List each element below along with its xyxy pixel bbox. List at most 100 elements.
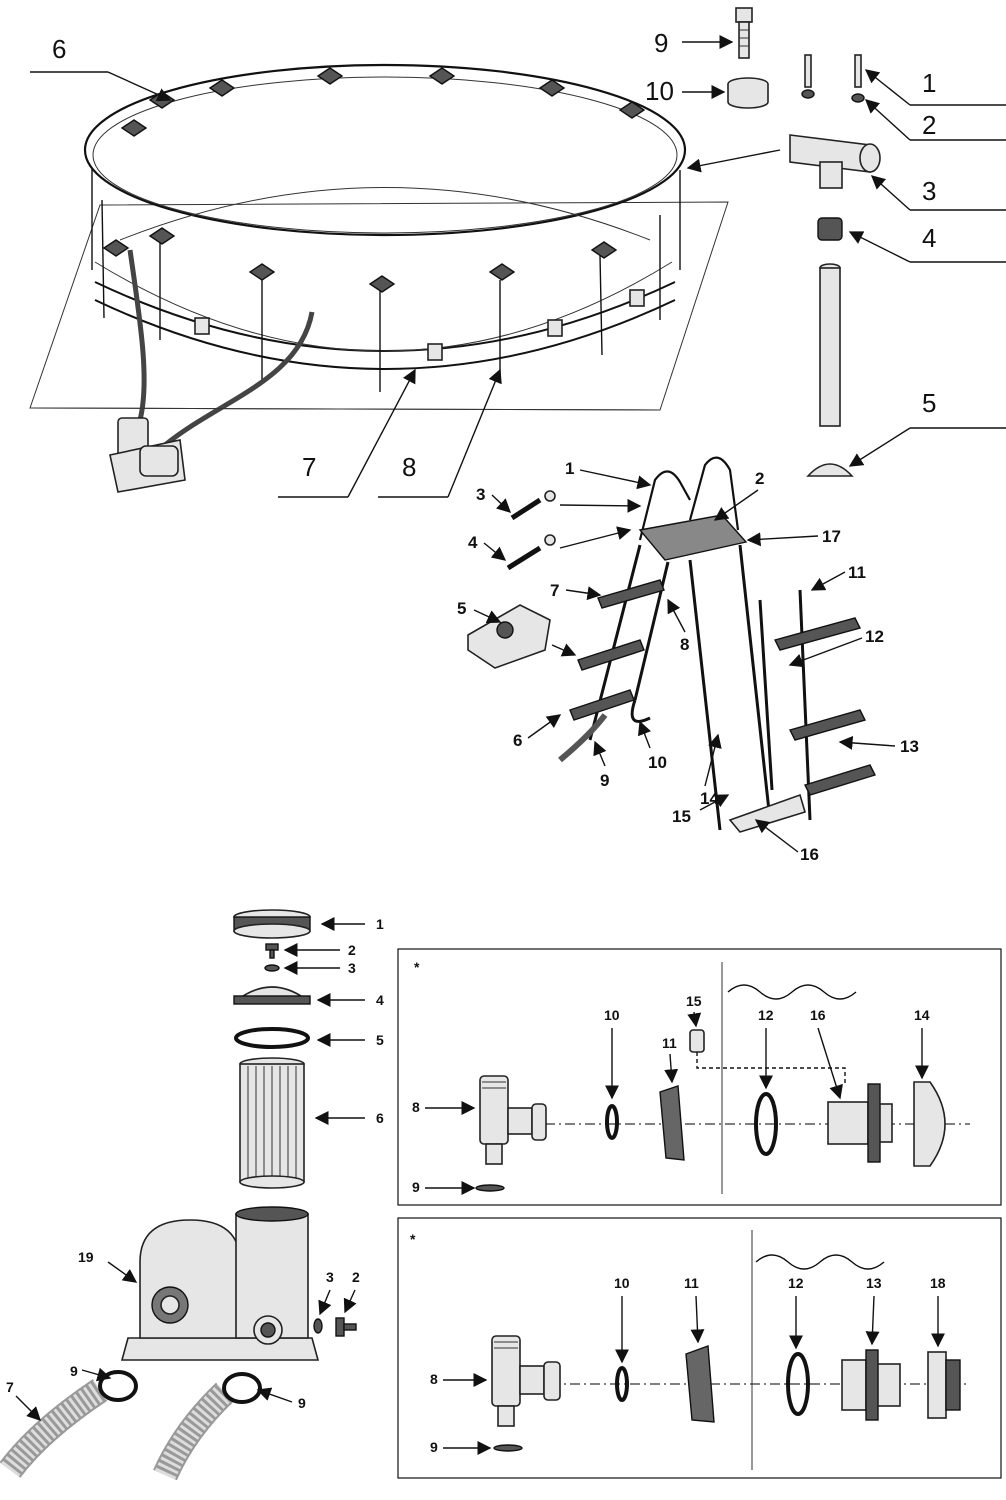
ladder-callout-17: 17 [822,527,841,546]
part-9-valve [735,7,753,59]
inset-top-part-15 [689,1029,705,1053]
inset-top-part-9 [475,1184,505,1192]
callout-3: 3 [922,176,936,206]
pump-hose-left [0,1370,138,1478]
pool-belt [94,281,676,352]
inset-bottom: * 8 9 10 11 12 [397,1217,1002,1479]
callout-8: 8 [402,452,416,482]
part-2-washers [801,89,865,103]
ladder-callout-2: 2 [755,469,764,488]
ladder-callout-9: 9 [600,771,609,790]
inset-bottom-part-11 [685,1345,715,1423]
inset-bottom-marker: * [410,1231,416,1247]
ladder-callout-11: 11 [848,563,866,582]
callout-1: 1 [922,68,936,98]
inset-top-callout-15: 15 [686,993,702,1009]
inset-bottom-callout-10: 10 [614,1275,630,1291]
ladder-platform [638,514,748,561]
part-1-pins [804,54,862,88]
inset-bottom-part-8 [491,1335,561,1427]
inset-top-callout-9: 9 [412,1179,420,1195]
ladder-callout-6: 6 [513,731,522,750]
inset-bottom-callout-18: 18 [930,1275,946,1291]
callout-6: 6 [52,34,66,64]
part-4-clip [817,217,843,241]
filter-part-4 [233,986,311,1005]
inset-bottom-callout-12: 12 [788,1275,804,1291]
filter-pump-section: 1 2 3 4 5 6 3 2 19 [0,909,384,1481]
callout-10: 10 [645,76,674,106]
pump-callout-9-left: 9 [70,1363,78,1379]
ladder-bottom-bar [728,793,806,833]
pool-section: 6 7 8 9 10 [29,7,1006,498]
inset-bottom-part-18 [927,1351,961,1419]
callout-9: 9 [654,28,668,58]
inset-top: * 8 9 10 [397,948,1002,1206]
ladder-handrail-right [688,456,740,531]
inset-top-callout-16: 16 [810,1007,826,1023]
inset-top-marker: * [414,959,420,975]
filter-callout-2: 2 [348,942,356,958]
filter-part-3 [264,964,280,972]
part-3-t-connector [789,134,881,189]
filter-callout-4: 4 [376,992,384,1008]
ladder-callout-10: 10 [648,753,667,772]
inset-bottom-part-13 [841,1349,901,1421]
callout-4: 4 [922,223,936,253]
inset-top-callout-8: 8 [412,1099,420,1115]
ladder-callout-8: 8 [680,635,689,654]
ladder-callout-13: 13 [900,737,919,756]
ladder-part-5 [467,604,551,669]
ladder-hose [558,713,608,763]
ladder-callout-5: 5 [457,599,466,618]
pool-hose-2 [163,311,315,447]
inset-top-part-14 [913,1081,946,1167]
ladder-callout-3: 3 [476,485,485,504]
ladder-callout-15: 15 [672,807,691,826]
ladder-callout-16: 16 [800,845,819,864]
pool-legs [91,168,681,392]
filter-callout-5: 5 [376,1032,384,1048]
inset-bottom-callout-13: 13 [866,1275,882,1291]
pump-callout-9-right: 9 [298,1395,306,1411]
filter-part-5 [234,1027,310,1049]
inset-top-part-8 [479,1075,547,1165]
callout-2: 2 [922,110,936,140]
inset-top-callout-10: 10 [604,1007,620,1023]
filter-pump-body [120,1206,320,1361]
pool-liner-inner [119,187,651,241]
inset-top-callout-11: 11 [662,1035,677,1051]
inset-top-callout-12: 12 [758,1007,774,1023]
part-5-leg-foot [806,463,854,477]
pump-callout-2: 2 [352,1269,360,1285]
inset-bottom-callout-11: 11 [684,1275,699,1291]
pump-hose-right [153,1372,262,1481]
inset-top-callout-14: 14 [914,1007,930,1023]
filter-callout-6: 6 [376,1110,384,1126]
pump-callout-19: 19 [78,1249,94,1265]
inset-bottom-part-12 [786,1352,810,1416]
pool-hose-1 [127,249,147,421]
pump-callout-7: 7 [6,1379,14,1395]
inset-top-part-11 [659,1085,685,1161]
inset-bottom-callout-9: 9 [430,1439,438,1455]
filter-part-6-cartridge [239,1057,305,1189]
inset-top-part-10 [605,1104,619,1140]
pump-callout-3: 3 [326,1269,334,1285]
inset-bottom-callout-8: 8 [430,1371,438,1387]
part-10-cap [727,77,769,109]
pool-leg-tube [819,263,841,427]
filter-callout-3: 3 [348,960,356,976]
pool-top-joints [102,67,646,293]
inset-top-part-16 [827,1083,893,1163]
pool-top-rail [83,63,687,237]
inset-bottom-part-9 [493,1444,523,1452]
ladder-callout-12: 12 [865,627,884,646]
ladder-section: 1 2 3 4 5 6 7 8 9 10 11 12 13 14 15 [457,456,919,864]
callout-5: 5 [922,388,936,418]
callout-7: 7 [302,452,316,482]
ladder-callout-1: 1 [565,459,574,478]
filter-callout-1: 1 [376,916,384,932]
filter-part-1 [233,909,311,939]
